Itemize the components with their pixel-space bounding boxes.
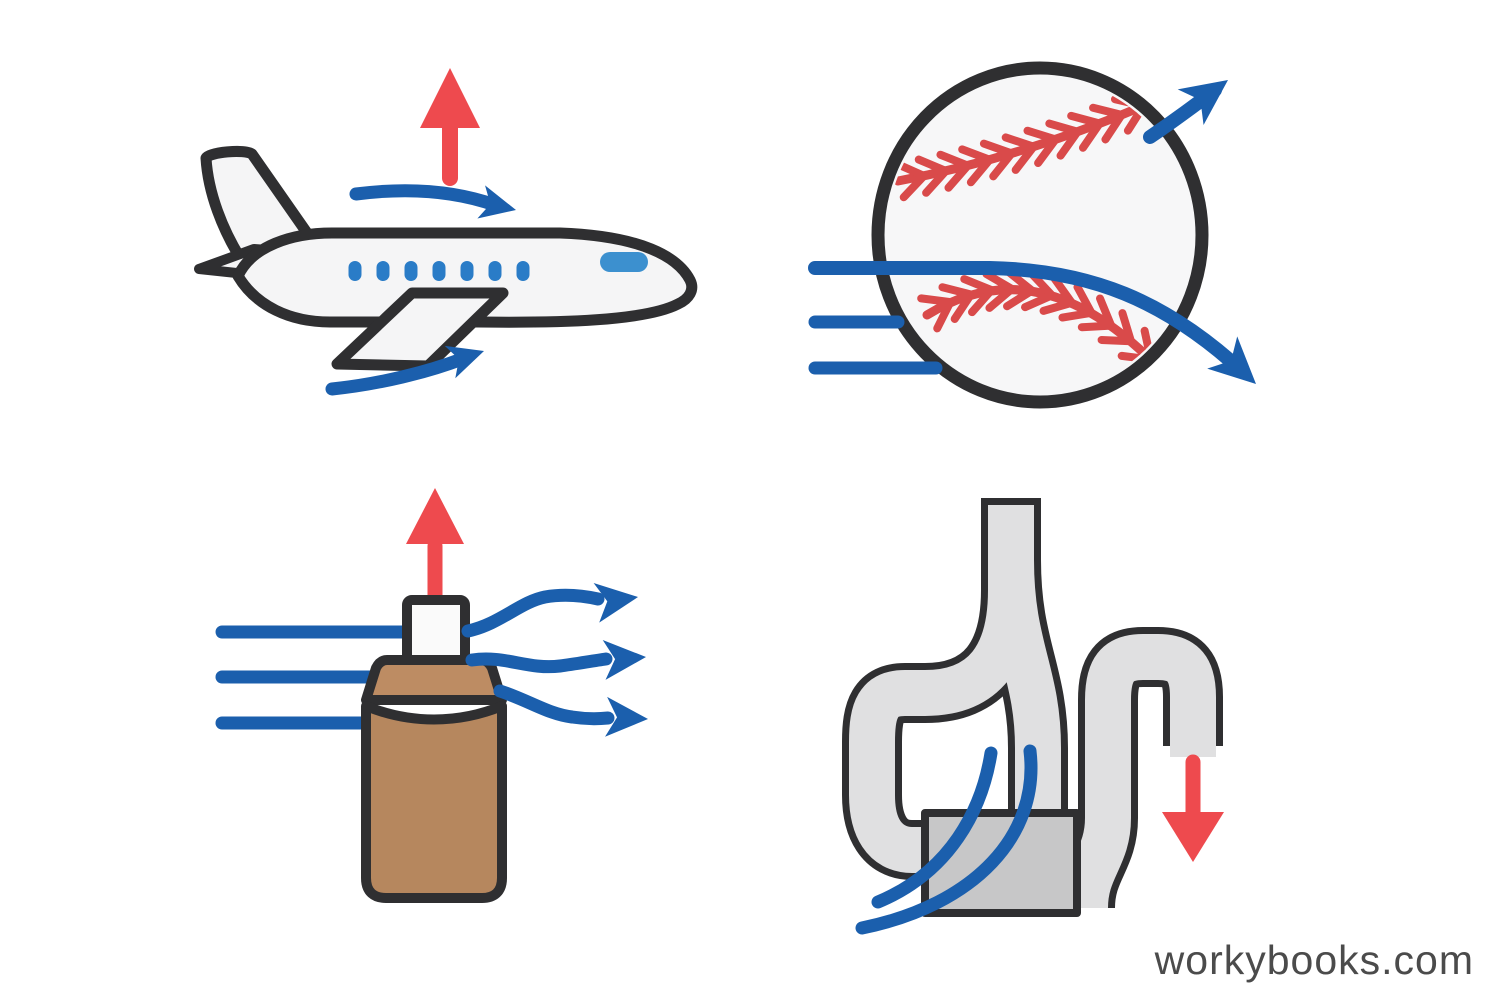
window-dot: [460, 261, 474, 281]
airflow-over-fuselage-arrow: [349, 184, 520, 227]
outflow-arrow-top: [461, 577, 641, 638]
outlet-down-arrow: [1162, 754, 1224, 862]
seam-stitch: [1058, 283, 1096, 322]
bottle-shoulder: [361, 655, 507, 705]
window-dot: [516, 261, 530, 281]
airflow-under-wing-arrow: [325, 334, 490, 396]
spray-bottle-figure: [215, 488, 650, 903]
baseball-figure: [808, 61, 1272, 409]
window-dot: [432, 261, 446, 281]
outflow-arrow-middle: [465, 637, 648, 680]
seam-stitch: [1097, 309, 1135, 346]
airplane-figure: [194, 68, 698, 396]
airflow-speed-lines: [808, 315, 943, 375]
seam-stitch: [1045, 119, 1082, 160]
atomizer-bottle-icon: [361, 595, 507, 903]
bottle-body: [361, 701, 507, 903]
window-dot: [404, 261, 418, 281]
seam-stitch: [979, 139, 1016, 181]
bottle-nozzle: [402, 595, 470, 665]
seam-stitch: [1039, 274, 1076, 315]
seam-stitch: [917, 294, 955, 333]
window-dot: [376, 261, 390, 281]
window-dots: [348, 261, 530, 281]
seam-stitch: [1001, 133, 1038, 174]
window-dot: [488, 261, 502, 281]
seam-stitch: [1067, 111, 1104, 152]
watermark-text: workybooks.com: [1154, 937, 1474, 983]
wing: [331, 287, 509, 372]
seam-stitch: [1021, 269, 1056, 312]
inflow-lines: [215, 625, 409, 730]
seam-stitch: [960, 275, 996, 317]
seam-stitch: [1003, 268, 1037, 311]
cockpit-window: [600, 252, 648, 272]
baseball-seams: [893, 95, 1157, 366]
window-dot: [348, 261, 362, 281]
seam-stitch: [1023, 126, 1060, 168]
seam-stitch: [1077, 294, 1116, 332]
seam-stitch: [1089, 103, 1126, 144]
lift-up-arrow: [420, 68, 480, 186]
outflow-arrow-bottom: [493, 684, 650, 739]
water-flow-curves: [855, 744, 1038, 935]
airflow-deflected-up-arrow: [1143, 62, 1241, 144]
spray-up-arrow: [406, 488, 464, 606]
airplane-icon: [194, 145, 698, 372]
drain-trap-figure: [842, 498, 1224, 935]
seam-stitch: [982, 270, 1016, 312]
seam-stitch: [914, 155, 950, 197]
seam-stitch: [893, 159, 928, 202]
seam-stitch: [936, 150, 972, 192]
seam-stitch: [938, 283, 975, 323]
airflow-deflected-down-arrow: [808, 261, 1272, 401]
drain-trap-icon: [842, 498, 1223, 917]
baseball-icon: [871, 61, 1209, 409]
seam-stitch: [958, 145, 994, 187]
